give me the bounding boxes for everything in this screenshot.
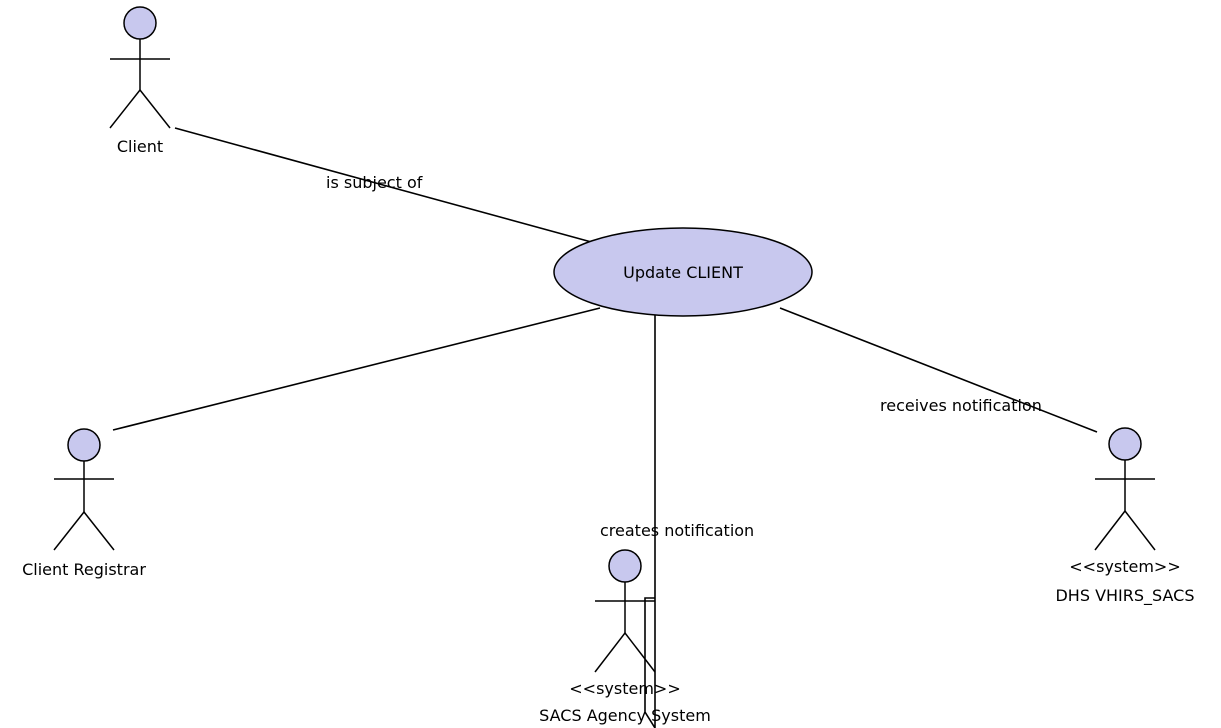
actor-dhs-vhirs-sacs[interactable]: <<system>> DHS VHIRS_SACS [1055,427,1195,606]
use-case-label: Update CLIENT [623,263,743,282]
actor-right-leg [624,632,656,673]
actor-stereotype-sacs: <<system>> [569,679,680,698]
actor-stereotype-dhs: <<system>> [1069,557,1180,576]
actor-left-leg [594,632,626,673]
association-dhs-update-client[interactable] [779,307,1098,433]
actor-client[interactable]: Client [109,6,171,156]
actor-head [67,428,101,462]
association-registrar-update-client[interactable] [112,307,601,431]
actor-right-leg [1124,510,1156,551]
actor-head [1108,427,1142,461]
associations [112,127,1098,728]
actor-name-sacs-agency-system: SACS Agency System [539,706,711,725]
actor-client-registrar[interactable]: Client Registrar [22,428,146,579]
association-sacs-update-client[interactable] [644,315,656,728]
actor-right-leg [83,511,115,551]
association-label-creates-notification: creates notification [600,521,754,540]
association-client-update-client[interactable] [174,127,596,244]
use-case-update-client[interactable]: Update CLIENT [553,227,813,317]
actor-left-leg [53,511,85,551]
association-label-is-subject-of: is subject of [326,173,423,192]
actor-sacs-agency-system[interactable]: <<system>> SACS Agency System [539,549,711,725]
actor-head [123,6,157,40]
actor-left-leg [1094,510,1126,551]
actor-head [608,549,642,583]
actor-name-client: Client [117,137,163,156]
actor-right-leg [139,89,171,129]
actor-name-client-registrar: Client Registrar [22,560,146,579]
actor-name-dhs-vhirs-sacs: DHS VHIRS_SACS [1055,586,1194,606]
association-label-receives-notification: receives notification [880,396,1042,415]
actor-left-leg [109,89,141,129]
use-case-ellipse [553,227,813,317]
